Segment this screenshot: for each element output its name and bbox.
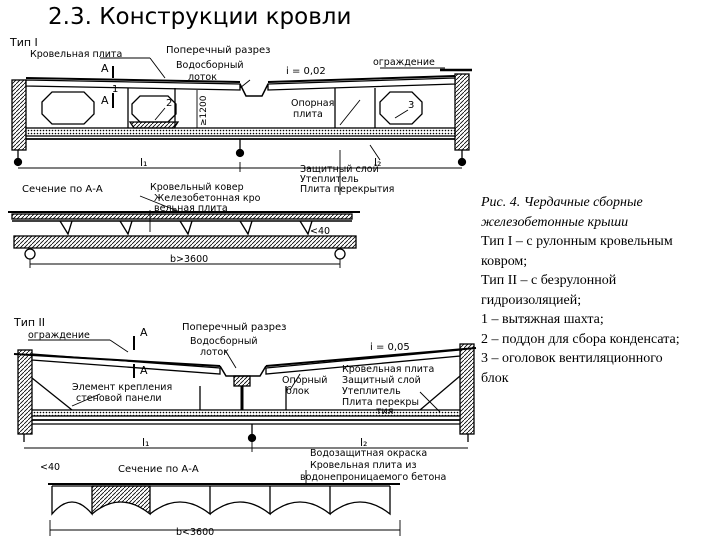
type1-section-labels: Сечение по А-А Кровельный ковер Железобе… xyxy=(22,182,330,265)
type1-cut-mark-bottom: A xyxy=(101,94,109,107)
section2-coat-label: Водозащитная окраска xyxy=(310,448,427,459)
type1-layer-protective: Защитный слой xyxy=(300,164,379,175)
type2-parapet-label: ограждение xyxy=(28,330,90,341)
type2-roof-slab-label: Кровельная плита xyxy=(342,364,434,375)
type1-cut-mark-top: A xyxy=(101,62,109,75)
type1-callout-1: 1 xyxy=(112,84,118,95)
section1-dim-width: b>3600 xyxy=(170,254,208,265)
type2-section-aa xyxy=(48,470,401,536)
section2-title: Сечение по А-А xyxy=(118,464,199,475)
caption-title-line1: Рис. 4. Чердачные сборные xyxy=(481,195,643,210)
section2-slab-line2: водонепроницаемого бетона xyxy=(300,472,446,483)
type2-labels: Тип II ограждение A A Поперечный разрез … xyxy=(13,316,434,449)
section1-slab-line1: Железобетонная кро xyxy=(154,193,261,204)
type1-support-line1: Опорная xyxy=(291,98,334,109)
type1-labels: Тип I Кровельная плита Поперечный разрез… xyxy=(9,36,435,195)
section2-dim-width: b<3600 xyxy=(176,527,214,538)
type2-layer-floor-line2: тия xyxy=(376,406,393,417)
caption-line: 3 – оголовок вентиляционного xyxy=(481,351,663,366)
section2-dim-small: <40 xyxy=(40,462,60,473)
type1-layer-insulation: Утеплитель xyxy=(300,174,359,185)
type1-gutter-line2: лоток xyxy=(188,72,217,83)
type1-label: Тип I xyxy=(9,36,38,49)
section2-slab-line1: Кровельная плита из xyxy=(310,460,417,471)
caption-line: гидроизоляцией; xyxy=(481,292,582,308)
section1-carpet-label: Кровельный ковер xyxy=(150,182,244,193)
section1-dim-small: <40 xyxy=(310,226,330,237)
type1-callout-2: 2 xyxy=(166,98,172,109)
type1-span-2: l₂ xyxy=(374,156,381,169)
type2-label: Тип II xyxy=(13,316,45,329)
type1-span-1: l₁ xyxy=(140,156,147,169)
type1-height-dim: ≥1200 xyxy=(199,95,209,126)
caption-line: ковром; xyxy=(481,253,528,269)
caption-line: Тип II – с безрулонной xyxy=(481,273,617,288)
type2-span-1: l₁ xyxy=(142,436,149,449)
type2-cut-mark-top: A xyxy=(140,326,148,339)
caption-line: 2 – поддон для сбора конденсата; xyxy=(481,331,680,347)
figure-caption: Рис. 4. Чердачные сборные железобетонные… xyxy=(481,193,717,388)
type2-gutter-line1: Водосборный xyxy=(190,336,258,347)
type2-support-line2: блок xyxy=(286,386,310,397)
type2-layer-protective: Защитный слой xyxy=(342,375,421,386)
type2-fixing-line1: Элемент крепления xyxy=(72,382,172,393)
type1-layer-floor-slab: Плита перекрытия xyxy=(300,184,394,195)
type1-parapet-label: ограждение xyxy=(373,57,435,68)
type2-layer-floor-line1: Плита перекры xyxy=(342,397,419,408)
type2-cross-section xyxy=(13,336,477,452)
type1-slope: i = 0,02 xyxy=(286,66,326,77)
slide-title: 2.3. Конструкции кровли xyxy=(48,4,352,30)
type2-fixing-line2: стеновой панели xyxy=(76,393,162,404)
type2-gutter-line2: лоток xyxy=(200,347,229,358)
type1-support-line2: плита xyxy=(293,109,323,120)
caption-line: блок xyxy=(481,370,509,386)
type1-roof-slab-label: Кровельная плита xyxy=(30,49,122,60)
section1-slab-line2: вельная плита xyxy=(154,203,228,214)
type2-cut-mark-bottom: A xyxy=(140,364,148,377)
type2-slope: i = 0,05 xyxy=(370,342,410,353)
type2-support-line1: Опорный xyxy=(282,375,327,386)
type1-section-aa xyxy=(8,195,360,268)
caption-line: 1 – вытяжная шахта; xyxy=(481,312,604,327)
type1-gutter-line1: Водосборный xyxy=(176,60,244,71)
caption-title-line2: железобетонные крыши xyxy=(481,214,629,230)
type1-callout-3: 3 xyxy=(408,100,414,111)
type1-cross-section xyxy=(11,57,472,195)
type1-section-title: Поперечный разрез xyxy=(166,45,270,56)
type2-span-2: l₂ xyxy=(360,436,367,449)
section1-title: Сечение по А-А xyxy=(22,184,103,195)
type2-section-labels: <40 Сечение по А-А Водозащитная окраска … xyxy=(40,448,446,538)
type2-layer-insulation: Утеплитель xyxy=(342,386,401,397)
caption-line: Тип I – с рулонным кровельным xyxy=(481,234,673,249)
type2-section-title: Поперечный разрез xyxy=(182,322,286,333)
